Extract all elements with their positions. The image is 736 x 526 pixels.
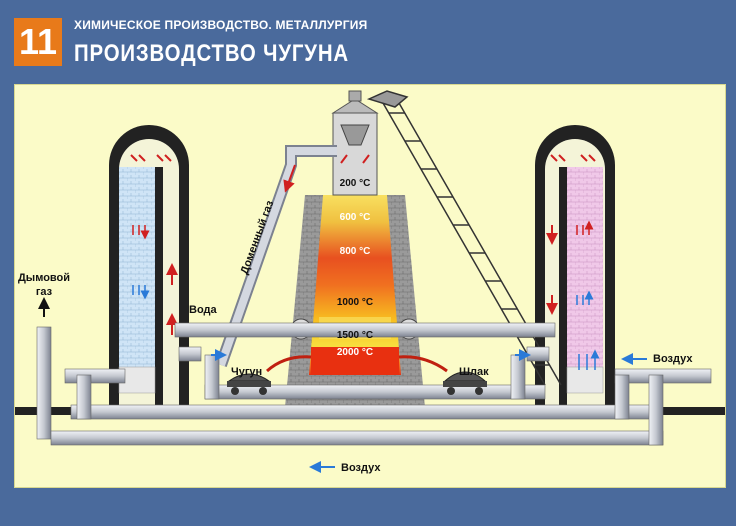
air-label-right: Воздух xyxy=(653,353,693,365)
temp-label-2000: 2000 °C xyxy=(337,347,373,358)
water-label: Вода xyxy=(189,304,218,316)
smoke-gas-label-line1: Дымовой xyxy=(18,272,70,284)
header: 11 ХИМИЧЕСКОЕ ПРОИЗВОДСТВО. МЕТАЛЛУРГИЯ … xyxy=(0,0,736,80)
blast-furnace xyxy=(285,90,425,407)
blast-furnace-diagram: Дымовой газ Доменный газ Вода Чугун Шлак… xyxy=(15,90,725,474)
pipe-network xyxy=(36,145,712,446)
temp-label-800: 800 °C xyxy=(340,246,371,257)
slag-label: Шлак xyxy=(459,366,489,378)
temp-label-1500: 1500 °C xyxy=(337,330,373,341)
chapter-number-badge: 11 xyxy=(14,18,62,66)
temp-label-1000: 1000 °C xyxy=(337,297,373,308)
slag-ladle xyxy=(398,355,487,395)
temp-label-200: 200 °C xyxy=(340,178,371,189)
air-label-bottom: Воздух xyxy=(341,462,381,474)
pig-iron-ladle xyxy=(227,355,312,395)
blast-gas-arrow xyxy=(283,164,296,193)
left-air-heater xyxy=(109,125,189,407)
pig-iron-label: Чугун xyxy=(231,366,262,378)
page-subtitle: ХИМИЧЕСКОЕ ПРОИЗВОДСТВО. МЕТАЛЛУРГИЯ xyxy=(74,18,368,32)
diagram-panel: Дымовой газ Доменный газ Вода Чугун Шлак… xyxy=(14,84,726,488)
temp-label-600: 600 °C xyxy=(340,212,371,223)
smoke-gas-label-line2: газ xyxy=(36,286,53,298)
page-title: ПРОИЗВОДСТВО ЧУГУНА xyxy=(74,40,350,67)
